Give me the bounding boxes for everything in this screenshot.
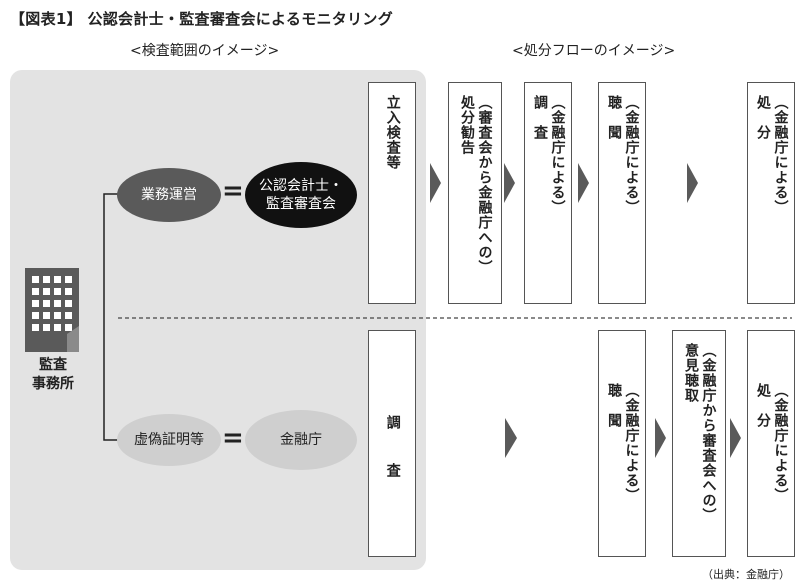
arrow-upper-4 [687,163,698,203]
arrow-lower-3 [730,418,741,458]
step-label: （金融庁による） 処 分 [755,95,789,215]
step-box-opinion-hearing: （金融庁から審査会への） 意見聴取 [672,330,726,557]
equals-sign-upper: = [222,176,244,206]
arrow-upper-2 [504,163,515,203]
step-label: （金融庁による） 処 分 [755,383,789,503]
step-box-investigation: 調 査 [368,330,416,557]
branch-bracket [103,193,118,441]
equals-sign-lower: = [222,423,244,453]
arrow-upper-1 [430,163,441,203]
activity-oval-business-operations: 業務運営 [117,168,221,222]
step-label: 調 査 [384,415,401,487]
activity-oval-false-certification: 虚偽証明等 [117,414,221,466]
step-box-disposition-recommendation: （審査会から金融庁への） 処分勧告 [448,82,502,304]
scope-label: <検査範囲のイメージ> [130,43,280,59]
step-label: （金融庁による） 聴 聞 [606,383,640,503]
building-icon [23,268,83,356]
body-oval-fsa: 金融庁 [245,410,357,470]
inspection-scope-panel [10,70,426,570]
source-note: （出典：金融庁） [702,568,790,581]
body-oval-cpaaob: 公認会計士・ 監査審査会 [245,162,357,228]
step-label: （金融庁による） 調 査 [532,95,566,215]
step-box-hearing-fsa: （金融庁による） 聴 聞 [598,82,646,304]
step-label: （金融庁から審査会への） 意見聴取 [683,343,717,523]
step-box-onsite-inspection: 立入検査等 [368,82,416,304]
audit-firm-label: 監査 事務所 [32,357,74,392]
step-box-disposition-fsa-lower: （金融庁による） 処 分 [747,330,795,557]
step-label: （金融庁による） 聴 聞 [606,95,640,215]
arrow-upper-3 [578,163,589,203]
step-label: 立入検査等 [384,95,401,170]
arrow-lower-1 [505,418,517,458]
step-box-hearing-fsa-lower: （金融庁による） 聴 聞 [598,330,646,557]
step-label: （審査会から金融庁への） 処分勧告 [459,95,493,275]
figure-title: 【図表1】 公認会計士・監査審査会によるモニタリング [10,10,394,28]
arrow-lower-2 [655,418,666,458]
flow-label: <処分フローのイメージ> [512,43,676,59]
step-box-investigation-fsa: （金融庁による） 調 査 [524,82,572,304]
step-box-disposition-fsa: （金融庁による） 処 分 [747,82,795,304]
